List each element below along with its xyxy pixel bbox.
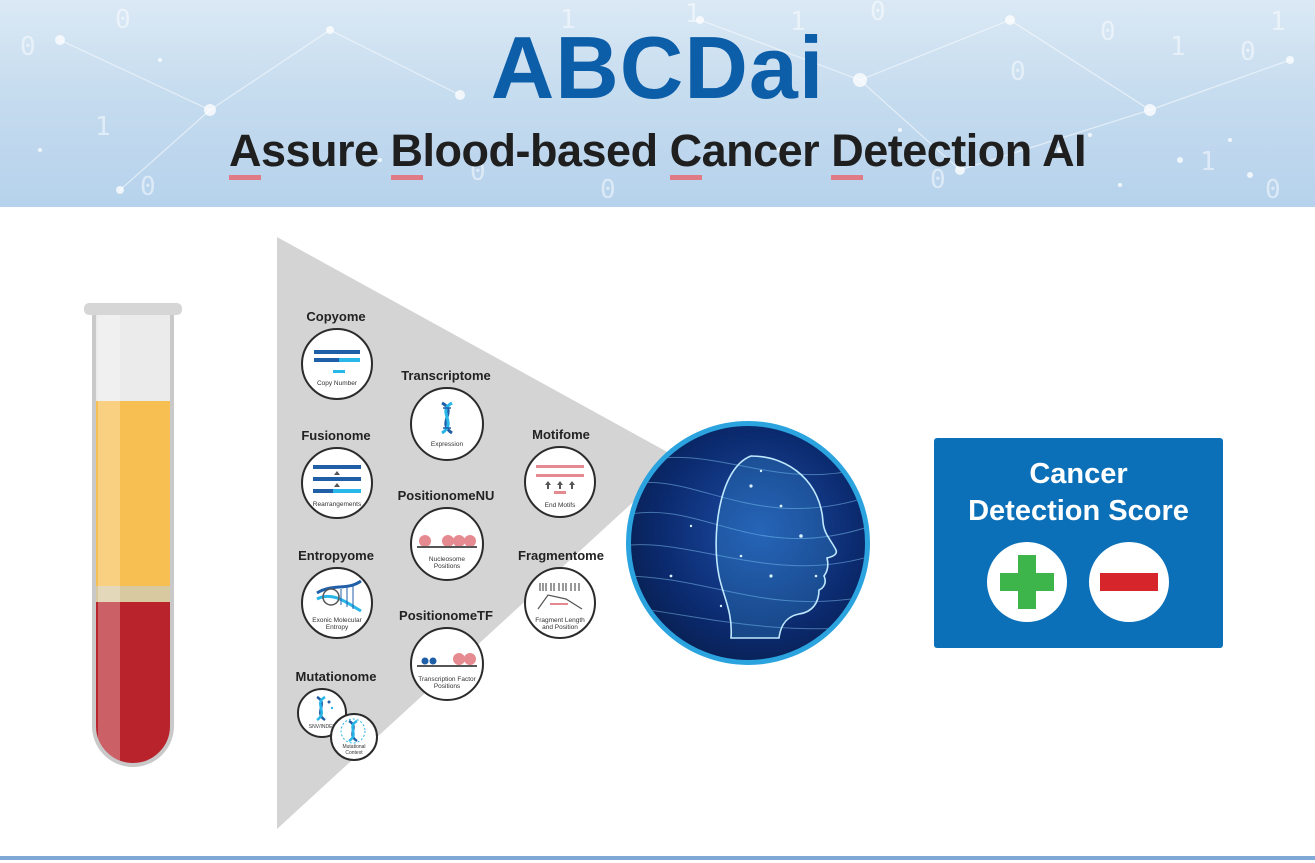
transcription-factor-icon	[417, 653, 477, 667]
entropyome-node: Exonic Molecular Entropy	[301, 567, 373, 639]
bottom-divider	[0, 856, 1315, 860]
mutationome-node-context: Mutational Context	[330, 713, 378, 761]
binary-digit: 0	[115, 5, 131, 35]
fusionome-node: Rearrangements	[301, 447, 373, 519]
dna-mutation-icon	[316, 695, 334, 722]
fusionome-caption: Rearrangements	[312, 501, 362, 508]
copyome-caption: Copy Number	[316, 380, 358, 387]
subtitle-word-blood-based: Blood-based	[390, 125, 658, 180]
fragment-icon	[537, 583, 583, 610]
binary-digit: 0	[600, 175, 616, 205]
fragmentome-caption: Fragment Length and Position	[535, 617, 585, 632]
ai-head-icon	[631, 455, 865, 639]
binary-digit: 0	[870, 0, 886, 27]
motifome-node: End Motifs	[524, 446, 596, 518]
mutationome-caption-snv: SNV/INDEL	[308, 724, 336, 730]
copyome-node: Copy Number	[301, 328, 373, 400]
binary-digit: 0	[20, 32, 36, 62]
binary-digit: 1	[560, 5, 576, 35]
positionomenu-node: Nucleosome Positions	[410, 507, 484, 581]
fragmentome-label: Fragmentome	[518, 548, 604, 563]
binary-digit: 1	[790, 7, 806, 37]
positionometf-label: PositionomeTF	[399, 608, 493, 623]
binary-digit: 1	[1270, 7, 1286, 37]
score-title: Cancer Detection Score	[968, 458, 1189, 527]
transcriptome-caption: Expression	[430, 441, 464, 448]
app-title: ABCDai	[490, 18, 825, 117]
subtitle-word-ai: AI	[1042, 125, 1087, 176]
transcriptome-label: Transcriptome	[401, 368, 491, 383]
ai-model-node	[626, 421, 870, 665]
binary-digit: 1	[1170, 32, 1186, 62]
binary-digit: 0	[1010, 57, 1026, 87]
app-subtitle: Assure Blood-based Cancer Detection AI	[0, 128, 1315, 180]
binary-digit: 0	[140, 172, 156, 202]
end-motif-icon	[536, 465, 584, 494]
positionometf-caption: Transcription Factor Positions	[418, 676, 476, 691]
dna-context-icon	[340, 718, 366, 744]
test-tube-icon	[84, 303, 182, 767]
positionomenu-caption: Nucleosome Positions	[428, 556, 466, 571]
nucleosome-icon	[417, 535, 477, 548]
motifome-caption: End Motifs	[544, 502, 576, 509]
transcriptome-node: Expression	[410, 387, 484, 461]
positionomenu-label: PositionomeNU	[397, 488, 495, 503]
detection-diagram: Copyome Copy Number Transcriptome Expres…	[0, 207, 1315, 857]
binary-digit: 0	[930, 165, 946, 195]
binary-digit: 0	[1265, 175, 1281, 205]
cancer-detection-score-panel: Cancer Detection Score	[934, 438, 1223, 648]
binary-digit: 0	[470, 157, 486, 187]
copy-number-icon	[314, 350, 360, 373]
entropyome-label: Entropyome	[298, 548, 374, 563]
entropy-icon	[316, 579, 362, 613]
copyome-label: Copyome	[306, 309, 366, 324]
binary-digit: 0	[1240, 37, 1256, 67]
negative-result	[1089, 542, 1169, 622]
dna-helix-icon	[441, 401, 453, 435]
fragmentome-node: Fragment Length and Position	[524, 567, 596, 639]
subtitle-word-detection: Detection	[831, 125, 1032, 180]
mutationome-node-snv: SNV/INDEL	[297, 688, 347, 738]
binary-digit: 1	[685, 0, 701, 29]
mutationome-caption-context: Mutational Context	[342, 744, 366, 756]
binary-digit: 0	[1100, 17, 1116, 47]
fusionome-label: Fusionome	[301, 428, 371, 443]
mutationome-label: Mutationome	[295, 669, 377, 684]
entropyome-caption: Exonic Molecular Entropy	[312, 617, 362, 632]
motifome-label: Motifome	[532, 427, 590, 442]
subtitle-word-cancer: Cancer	[669, 125, 820, 180]
binary-digit: 1	[1200, 147, 1216, 177]
subtitle-word-assure: Assure	[228, 125, 379, 180]
positionometf-node: Transcription Factor Positions	[410, 627, 484, 701]
rearrangement-icon	[313, 465, 361, 493]
positive-result	[987, 542, 1067, 622]
binary-digit: 1	[95, 112, 111, 142]
